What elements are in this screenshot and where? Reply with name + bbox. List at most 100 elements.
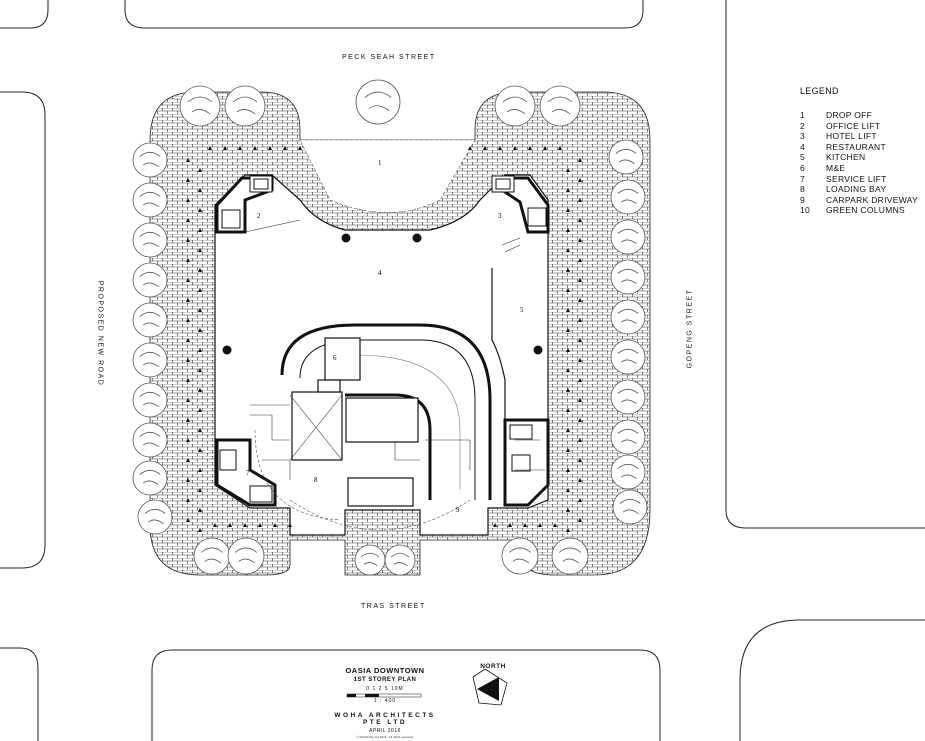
planter-marker — [186, 178, 190, 182]
planter-marker — [578, 358, 582, 362]
planter-marker — [186, 358, 190, 362]
planter-marker — [566, 328, 570, 332]
planter-marker — [493, 523, 497, 527]
tree-icon — [132, 182, 168, 218]
tree-icon — [227, 537, 265, 575]
legend-item-label: GREEN COLUMNS — [826, 205, 905, 216]
north-indicator: NORTH — [468, 663, 518, 670]
planter-marker — [186, 418, 190, 422]
block-bottom-left — [0, 647, 39, 741]
legend-item-number: 5 — [800, 152, 806, 163]
legend-item-label: CARPARK DRIVEWAY — [826, 194, 919, 205]
tree-texture — [617, 308, 639, 325]
planter-marker — [186, 498, 190, 502]
planter-marker — [186, 278, 190, 282]
tree-icon — [179, 85, 221, 127]
tree-icon — [501, 537, 539, 575]
tree-icon — [132, 342, 168, 378]
planter-marker — [566, 208, 570, 212]
planter-marker — [553, 523, 557, 527]
planter-marker — [578, 238, 582, 242]
scale-ticks: 0 1 2 5 10M — [366, 686, 404, 692]
tree-texture — [139, 469, 161, 486]
legend-item-number: 2 — [800, 120, 806, 131]
planter-marker — [566, 368, 570, 372]
planter-marker — [578, 458, 582, 462]
planter-marker — [186, 218, 190, 222]
loading-dock — [347, 477, 414, 507]
planter-marker — [578, 178, 582, 182]
tree-icon — [355, 79, 401, 125]
planter-marker — [578, 438, 582, 442]
legend-item-number: 8 — [800, 184, 806, 195]
planter-marker — [558, 146, 562, 150]
tree-icon — [551, 537, 589, 575]
street-label-bottom: TRAS STREET — [361, 603, 426, 610]
legend-item-label: OFFICE LIFT — [826, 120, 881, 131]
planter-marker — [566, 508, 570, 512]
planter-marker — [198, 448, 202, 452]
legend-item-number: 9 — [800, 194, 806, 205]
room-label-4: 4 — [378, 269, 382, 277]
planter-marker — [198, 528, 202, 532]
legend-item: 2 OFFICE LIFT — [800, 121, 918, 132]
project-title: OASIA DOWNTOWN — [345, 666, 425, 675]
planter-marker — [186, 318, 190, 322]
street-label-right: GOPENG STREET — [686, 288, 694, 369]
tree-texture — [615, 148, 637, 165]
block-left — [0, 91, 46, 569]
planter-marker — [566, 428, 570, 432]
tree-icon — [494, 85, 536, 127]
block-top-center — [124, 0, 644, 29]
planter-marker — [523, 523, 527, 527]
planter-marker — [198, 248, 202, 252]
planter-marker — [508, 523, 512, 527]
legend-item-label: DROP OFF — [826, 110, 873, 120]
mne-room — [345, 397, 419, 443]
tree-icon — [610, 379, 646, 415]
planter-marker — [288, 523, 292, 527]
legend-item-number: 7 — [800, 173, 806, 184]
tree-icon — [137, 499, 173, 535]
planter-marker — [566, 388, 570, 392]
room-label-3: 3 — [498, 212, 502, 220]
tree-icon — [132, 302, 168, 338]
room-label-8: 8 — [314, 476, 318, 484]
planter-marker — [186, 378, 190, 382]
room-label-1: 1 — [378, 159, 382, 167]
block-bottom-center — [151, 649, 661, 741]
tree-texture — [139, 391, 161, 408]
legend-item-label: HOTEL LIFT — [826, 131, 877, 142]
green-columns — [222, 233, 543, 355]
block-top-left — [0, 0, 49, 29]
tree-icon — [612, 489, 648, 525]
tree-texture — [187, 96, 213, 115]
legend-item: 9 CARPARK DRIVEWAY — [800, 195, 918, 206]
interior-rooms — [291, 268, 506, 507]
legend-item-number: 1 — [800, 110, 806, 120]
tree-texture — [502, 96, 528, 115]
planter-marker — [578, 198, 582, 202]
planter-marker — [198, 328, 202, 332]
scale-bar — [346, 693, 422, 698]
planter-marker — [566, 488, 570, 492]
room-label-6: 6 — [333, 354, 337, 362]
planter-marker — [578, 278, 582, 282]
tree-icon — [132, 460, 168, 496]
north-arrow-icon — [472, 668, 508, 706]
planter-marker — [198, 348, 202, 352]
planter-marker — [528, 146, 532, 150]
scale-ratio: 1 : 400 — [373, 698, 397, 704]
lift-shafts — [219, 175, 547, 503]
legend-item-number: 4 — [800, 141, 806, 152]
tree-texture — [617, 428, 639, 445]
planter-marker — [578, 338, 582, 342]
planter-marker — [566, 228, 570, 232]
room-label-5: 5 — [520, 306, 524, 314]
tree-icon — [610, 299, 646, 335]
tree-texture — [547, 96, 573, 115]
tree-texture — [139, 431, 161, 448]
tree-texture — [234, 547, 258, 564]
tree-texture — [617, 228, 639, 245]
